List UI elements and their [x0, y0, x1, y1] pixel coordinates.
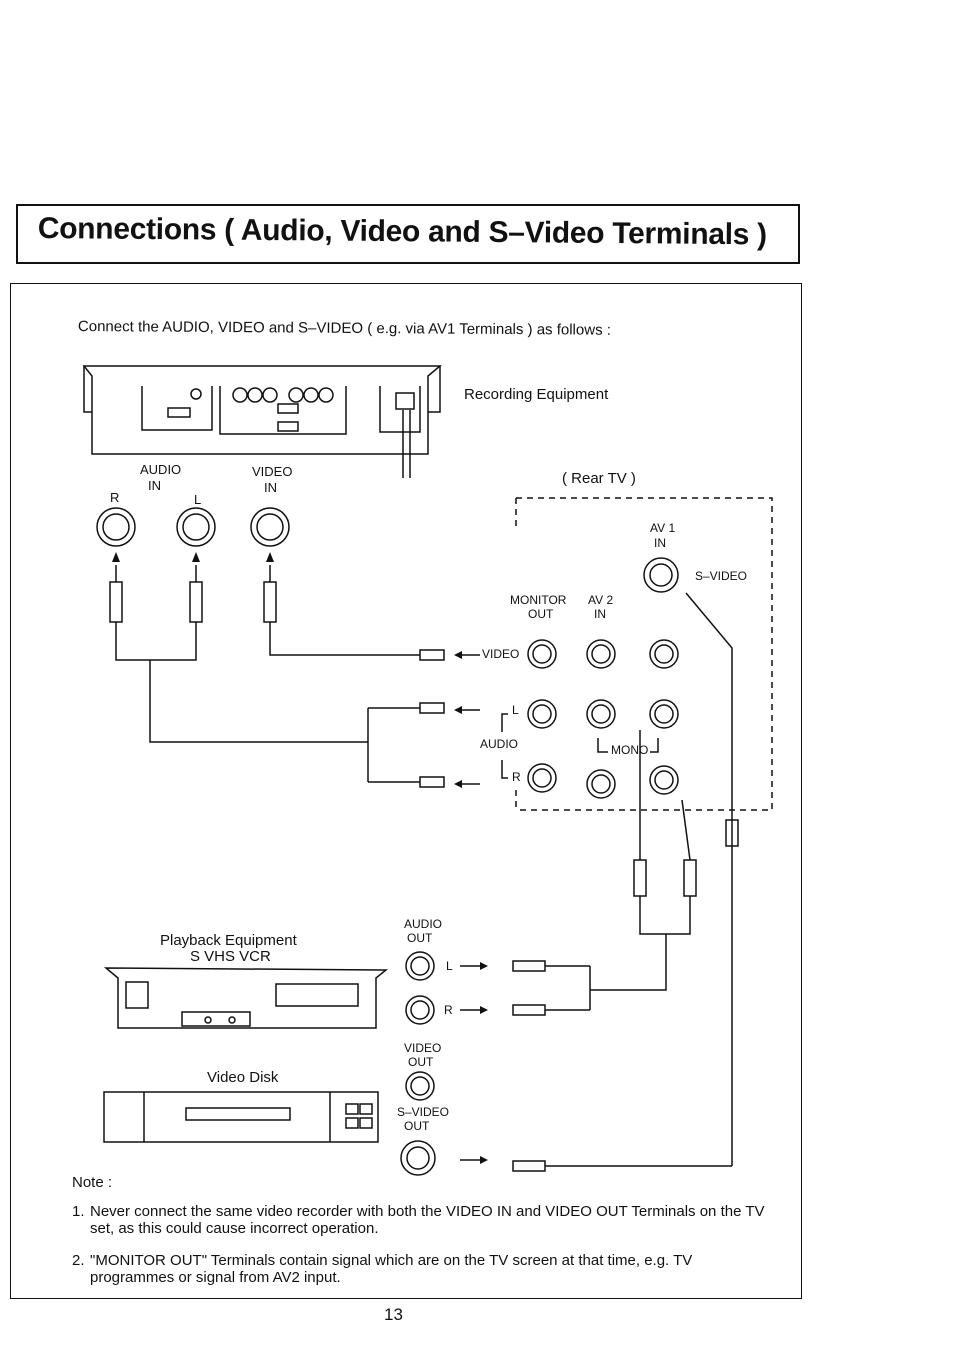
video-in-label-2: IN [264, 480, 277, 495]
av1-label-2: IN [654, 536, 666, 550]
av2-label-2: IN [594, 607, 606, 621]
playback-equipment-label: Playback Equipment [160, 932, 297, 949]
audio-out-r-label: R [444, 1003, 453, 1017]
l-label: L [194, 492, 202, 507]
audio-label: AUDIO [480, 737, 519, 751]
svhs-vcr-label: S VHS VCR [190, 948, 271, 965]
monitor-out-label-2: OUT [528, 607, 554, 621]
note-2-text: "MONITOR OUT" Terminals contain signal w… [90, 1252, 693, 1286]
audio-r-label: R [512, 770, 521, 784]
video-in-jack [250, 507, 290, 547]
content-frame [10, 283, 802, 1299]
video-disk-label: Video Disk [207, 1069, 279, 1086]
monitor-out-label-1: MONITOR [510, 593, 567, 607]
svhs-vcr-icon [103, 967, 389, 1029]
rear-tv-label: ( Rear TV ) [562, 470, 636, 487]
av2-label-1: AV 2 [588, 593, 614, 607]
note-heading: Note : [72, 1174, 113, 1191]
note-1-number: 1. [72, 1203, 85, 1220]
av1-label-1: AV 1 [650, 521, 676, 535]
note-1-text: Never connect the same video recorder wi… [90, 1203, 765, 1237]
video-disk-icon [103, 1091, 379, 1143]
tv-jack-grid [527, 639, 679, 799]
video-out-jack [405, 1071, 435, 1101]
audio-in-label-2: IN [148, 478, 161, 493]
video-out-label-1: VIDEO [404, 1041, 442, 1055]
page-number: 13 [384, 1305, 403, 1324]
svideo-out-label-2: OUT [404, 1119, 430, 1133]
r-label: R [110, 490, 120, 505]
audio-in-jacks [96, 507, 216, 547]
svideo-in-jack [643, 557, 679, 593]
audio-l-label: L [512, 703, 519, 717]
audio-in-label-1: AUDIO [140, 462, 182, 477]
video-out-label-2: OUT [408, 1055, 434, 1069]
s-video-label: S–VIDEO [695, 569, 748, 583]
title-box [16, 204, 800, 264]
note-2-number: 2. [72, 1252, 85, 1269]
recording-equipment-icon [82, 365, 443, 478]
audio-out-label-2: OUT [407, 931, 433, 945]
video-in-label-1: VIDEO [252, 464, 293, 479]
audio-out-jacks [405, 951, 435, 1025]
mono-label: MONO [611, 743, 649, 757]
svideo-out-label-1: S–VIDEO [397, 1105, 450, 1119]
audio-out-l-label: L [446, 959, 453, 973]
audio-out-label-1: AUDIO [404, 917, 443, 931]
recording-equipment-label: Recording Equipment [464, 386, 609, 403]
svideo-out-jack [400, 1140, 436, 1176]
video-arrow-label: VIDEO [482, 647, 520, 661]
